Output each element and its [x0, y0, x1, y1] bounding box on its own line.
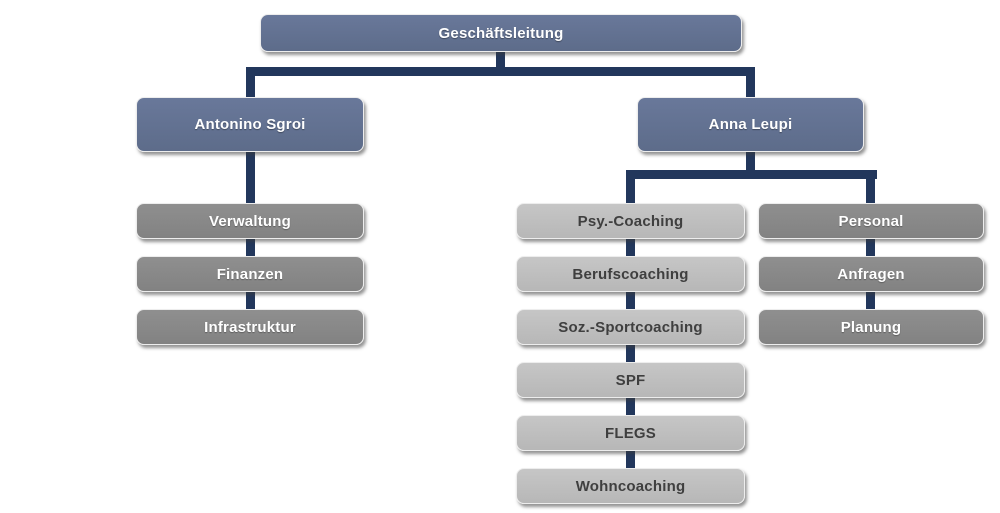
- org-node-label: Verwaltung: [208, 212, 292, 230]
- org-node-label: Infrastruktur: [204, 318, 296, 336]
- org-node-label: Psy.-Coaching: [577, 212, 684, 230]
- org-node-label: Geschäftsleitung: [438, 24, 564, 42]
- org-node-geschaeftsleitung: Geschäftsleitung: [260, 14, 742, 52]
- org-node-label: FLEGS: [604, 424, 656, 442]
- org-node-finanzen: Finanzen: [136, 256, 364, 292]
- org-node-psy-coaching: Psy.-Coaching: [516, 203, 745, 239]
- org-node-antonino-sgroi: Antonino Sgroi: [136, 97, 364, 152]
- org-node-planung: Planung: [758, 309, 984, 345]
- org-node-label: Soz.-Sportcoaching: [558, 318, 703, 336]
- org-node-wohncoaching: Wohncoaching: [516, 468, 745, 504]
- connector-drop-anna: [746, 67, 755, 98]
- org-node-label: Anfragen: [837, 265, 905, 283]
- connector-anna-stub: [746, 152, 755, 174]
- org-node-anfragen: Anfragen: [758, 256, 984, 292]
- org-node-personal: Personal: [758, 203, 984, 239]
- org-node-label: Planung: [840, 318, 902, 336]
- org-node-spf: SPF: [516, 362, 745, 398]
- org-node-anna-leupi: Anna Leupi: [637, 97, 864, 152]
- org-node-label: Wohncoaching: [575, 477, 686, 495]
- org-node-verwaltung: Verwaltung: [136, 203, 364, 239]
- org-node-label: Finanzen: [216, 265, 284, 283]
- org-node-berufscoaching: Berufscoaching: [516, 256, 745, 292]
- org-node-label: SPF: [615, 371, 646, 389]
- org-node-infrastruktur: Infrastruktur: [136, 309, 364, 345]
- connector-anna-hbar: [626, 170, 877, 179]
- connector-spine-personal: [866, 170, 875, 312]
- org-node-soz-sportcoaching: Soz.-Sportcoaching: [516, 309, 745, 345]
- org-node-label: Antonino Sgroi: [194, 116, 306, 133]
- connector-root-stub: [496, 52, 505, 76]
- connector-top-hbar: [246, 67, 755, 76]
- org-node-label: Berufscoaching: [572, 265, 689, 283]
- org-node-label: Anna Leupi: [708, 116, 793, 133]
- org-node-label: Personal: [838, 212, 904, 230]
- connector-drop-antonino: [246, 67, 255, 98]
- org-node-flegs: FLEGS: [516, 415, 745, 451]
